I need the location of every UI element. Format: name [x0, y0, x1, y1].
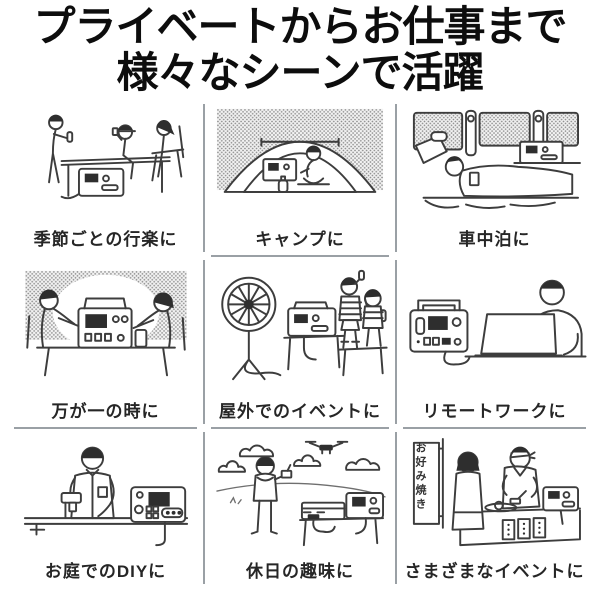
cloud-icon	[345, 457, 381, 471]
power-station-icon	[541, 486, 579, 525]
page-title: プライベートからお仕事まで 様々なシーンで活躍	[0, 0, 600, 96]
electric-fan-icon	[221, 276, 282, 381]
car-camping-scene-icon	[412, 109, 581, 209]
drone-on-table-icon	[302, 511, 326, 519]
car-camping-illustration	[396, 100, 593, 225]
power-station-icon	[408, 299, 470, 366]
cloud-icon	[238, 444, 274, 458]
stall-banner-icon	[412, 441, 440, 525]
scene-grid: 季節ごとの行楽に	[7, 100, 593, 588]
scene-card-garden-diy: お庭でのDIYに	[7, 427, 204, 588]
scene-card-remote-work: リモートワークに	[395, 256, 593, 428]
scene-card-various-events: お好み焼き さまざまなイベントに	[395, 427, 593, 588]
scene-caption: さまざまなイベントに	[404, 562, 585, 582]
picnic-illustration	[7, 100, 204, 225]
scene-caption: 車中泊に	[458, 230, 531, 250]
power-station-icon	[345, 491, 385, 519]
power-drill-icon	[60, 491, 82, 518]
garden-diy-illustration	[7, 428, 204, 557]
drone-controller-icon	[280, 469, 293, 479]
various-events-scene-icon	[412, 437, 581, 546]
remote-work-scene-icon	[408, 279, 587, 366]
scene-card-car-camping: 車中泊に	[395, 100, 593, 256]
scene-caption: リモートワークに	[422, 402, 567, 422]
power-station-icon	[76, 297, 133, 349]
outdoor-event-illustration	[204, 256, 396, 397]
scene-caption: 季節ごとの行楽に	[33, 230, 178, 250]
camping-illustration	[204, 100, 396, 225]
outdoor-event-scene-icon	[221, 269, 388, 381]
scene-caption: お庭でのDIYに	[44, 562, 167, 582]
lantern-icon	[134, 328, 147, 348]
scene-caption: 万が一の時に	[51, 402, 160, 422]
cloud-icon	[217, 460, 246, 473]
menu-tag-icon	[501, 517, 546, 541]
power-station-icon	[262, 158, 298, 182]
lantern-bottle-icon	[277, 179, 289, 193]
scene-caption: キャンプに	[255, 230, 345, 250]
various-events-illustration: お好み焼き	[396, 428, 593, 557]
scene-card-holiday-hobby: 休日の趣味に	[203, 427, 396, 588]
holiday-hobby-scene-icon	[216, 440, 386, 546]
remote-work-illustration	[396, 256, 593, 397]
emergency-scene-icon	[24, 270, 187, 377]
camping-scene-icon	[216, 108, 384, 193]
power-station-icon	[512, 140, 581, 164]
power-station-icon	[287, 301, 337, 361]
scene-card-camping: キャンプに	[203, 100, 396, 256]
scene-caption: 屋外でのイベントに	[219, 402, 381, 422]
scene-caption: 休日の趣味に	[246, 562, 354, 582]
holiday-hobby-illustration	[204, 428, 396, 557]
scene-card-outdoor-event: 屋外でのイベントに	[203, 255, 396, 428]
laptop-icon	[479, 313, 557, 355]
scene-card-emergency: 万が一の時に	[7, 256, 204, 428]
page-title-line1: プライベートからお仕事まで	[33, 3, 567, 50]
power-station-icon	[129, 486, 186, 546]
picnic-scene-icon	[47, 114, 184, 200]
cloud-icon	[293, 454, 322, 467]
flying-drone-icon	[304, 440, 349, 455]
scene-card-seasonal-outing: 季節ごとの行楽に	[7, 100, 204, 256]
emergency-illustration	[7, 256, 204, 397]
power-station-icon	[60, 167, 124, 200]
stall-banner-label: お好み焼き	[414, 442, 426, 513]
garden-diy-scene-icon	[23, 446, 188, 546]
page-title-line2: 様々なシーンで活躍	[116, 49, 485, 97]
